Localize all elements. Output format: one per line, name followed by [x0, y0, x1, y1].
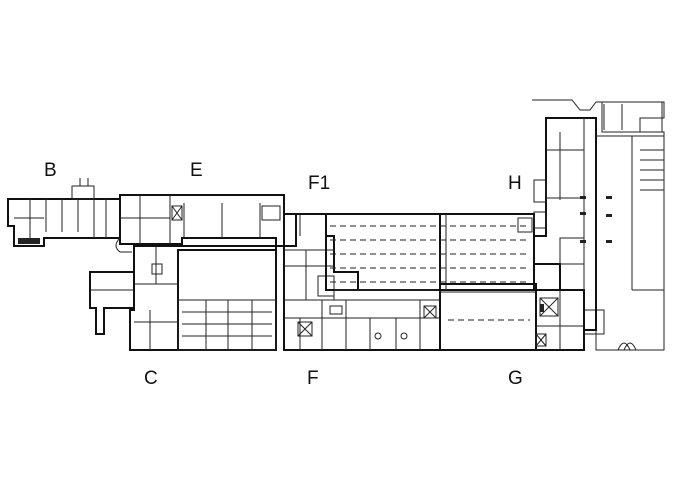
wing-e — [115, 194, 297, 253]
label-b: B — [44, 160, 57, 181]
label-f: F — [307, 368, 319, 389]
label-f1: F1 — [308, 173, 330, 194]
label-c: C — [144, 368, 158, 389]
wing-g — [439, 283, 605, 351]
label-h: H — [508, 173, 522, 194]
wing-c — [89, 245, 277, 351]
wing-h — [533, 117, 597, 331]
label-g: G — [508, 368, 523, 389]
label-e: E — [190, 160, 203, 181]
wing-b — [7, 178, 121, 247]
right-complex — [532, 99, 665, 351]
wing-labels: B E F1 H C F G — [44, 160, 523, 389]
